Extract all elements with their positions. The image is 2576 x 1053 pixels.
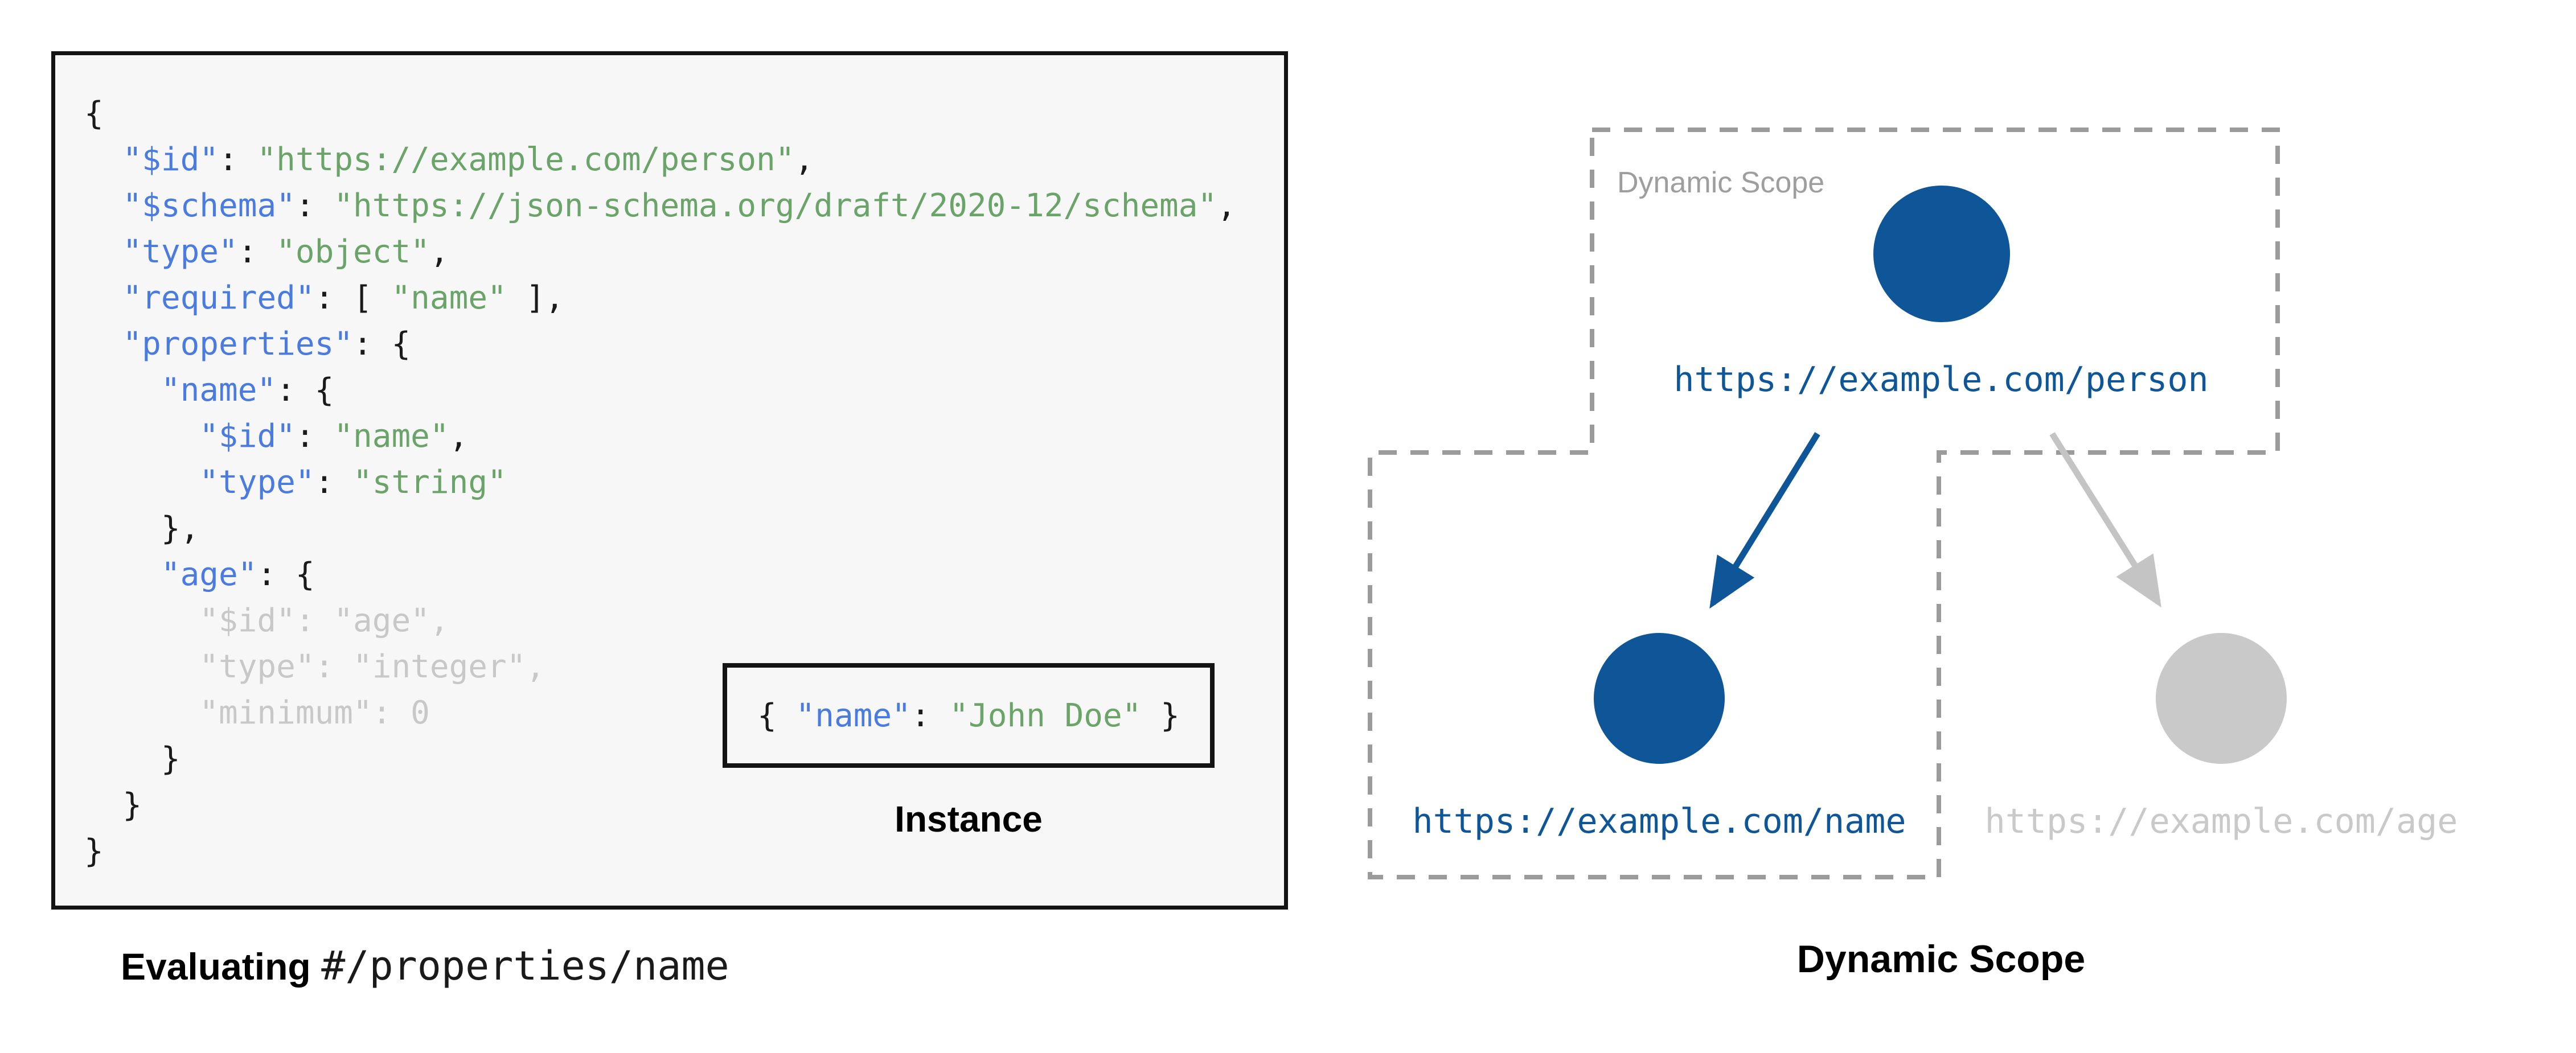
dynamic-scope-outline [1368, 127, 2280, 879]
node-age [2156, 633, 2287, 764]
instance-code: { "name": "John Doe" } [757, 697, 1180, 734]
schema-panel: { "$id": "https://example.com/person", "… [51, 51, 1288, 910]
node-name [1594, 633, 1725, 764]
evaluating-caption-bold: Evaluating [121, 945, 311, 988]
instance-label: Instance [895, 799, 1043, 840]
node-age-label: https://example.com/age [1985, 801, 2458, 841]
evaluating-caption: Evaluating #/properties/name [121, 946, 729, 986]
instance-box: { "name": "John Doe" } [723, 663, 1215, 768]
schema-code: { "$id": "https://example.com/person", "… [84, 95, 1236, 870]
dynamic-scope-caption: Dynamic Scope [1797, 937, 2085, 981]
node-name-label: https://example.com/name [1413, 801, 1906, 841]
edge-person-to-name [1709, 432, 1820, 609]
node-person-label: https://example.com/person [1673, 360, 2208, 400]
dynamic-scope-diagram: Dynamic Scope https://example.com/person… [1368, 127, 2458, 981]
evaluating-caption-pointer: #/properties/name [321, 943, 729, 989]
edge-person-to-age [2049, 432, 2161, 608]
dynamic-scope-region-label: Dynamic Scope [1617, 166, 1824, 199]
node-person [1873, 186, 2010, 322]
